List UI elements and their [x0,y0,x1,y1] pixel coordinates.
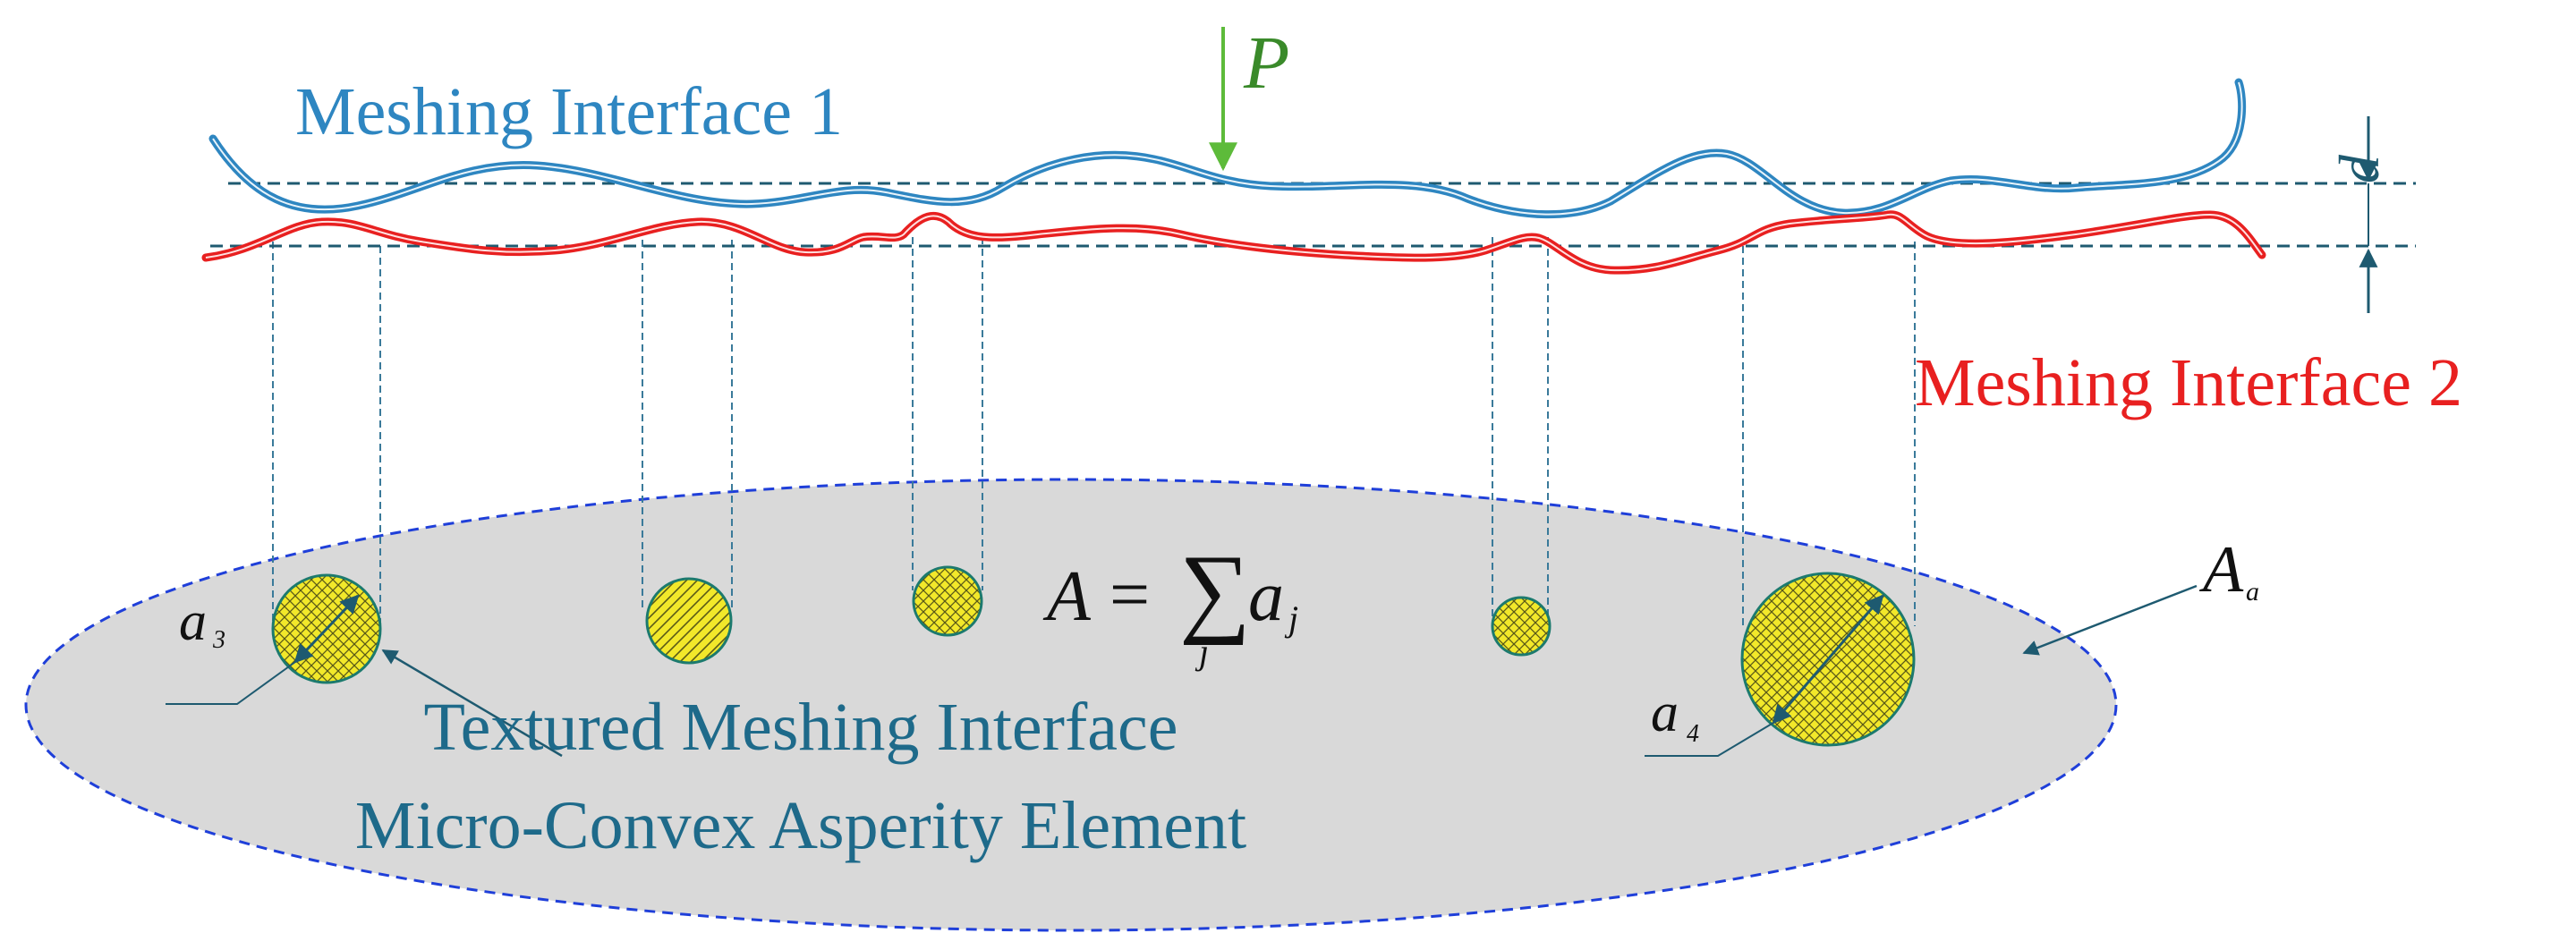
leader-a4 [1645,722,1774,757]
projection-lines [272,237,1916,626]
load-label: P [1244,21,1290,105]
spot-a3-label: a [179,591,207,652]
spot-a4-subscript: 4 [1687,720,1699,748]
apparent-area-label: A [2203,533,2244,606]
equation-lhs: A [1047,557,1091,636]
equation-term: a [1248,557,1284,636]
textured-interface-caption-line2: Micro-Convex Asperity Element [354,788,1247,863]
meshing-interface-1-label: Meshing Interface 1 [295,74,843,149]
gap-label: d [2327,155,2391,183]
asperity-spot-smallest [1491,596,1552,657]
spot-a3-subscript: 3 [213,626,225,654]
spot-a4-label: a [1651,683,1679,743]
equation-sum-index: j [1199,632,1210,672]
meshing-interface-2-label: Meshing Interface 2 [1915,345,2462,420]
equation-equals: = [1109,556,1151,634]
textured-interface-caption-line1: Textured Meshing Interface [423,690,1178,765]
callout-arrow-asperity [381,649,563,758]
apparent-contact-area-ellipse [24,478,2118,932]
equation-sum-symbol: ∑ [1179,535,1251,646]
diameter-arrow-a4 [1772,594,1884,725]
equation-term-subscript: j [1288,598,1299,639]
asperity-spot-hatched [645,577,733,665]
apparent-area-subscript: a [2246,577,2259,606]
leader-a3 [166,661,296,705]
asperity-spot-small [912,565,983,637]
diameter-arrow-a3 [293,594,360,664]
apparent-area-arrow [2022,584,2198,656]
